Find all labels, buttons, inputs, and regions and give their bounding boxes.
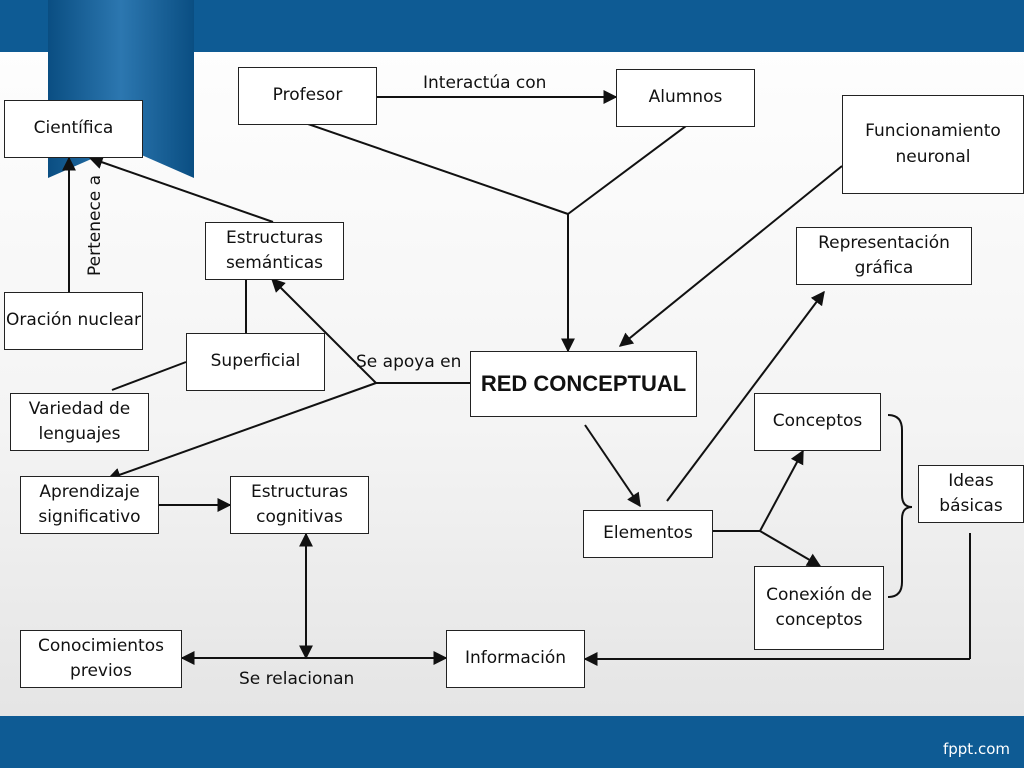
edge-fork-conceptos [759, 449, 804, 532]
brand-label: fppt.com [942, 740, 1010, 758]
node-aprendizaje-significativo: Aprendizaje significativo [20, 476, 159, 534]
edge-superficial-variedad [111, 361, 187, 391]
edge-profesor-junction [307, 123, 569, 215]
edge-funcionamiento-red [618, 165, 843, 347]
node-representacion-grafica: Representación gráfica [796, 227, 972, 285]
label-pertenece: Pertenece a [85, 174, 105, 276]
node-funcionamiento-neuronal: Funcionamiento neuronal [842, 95, 1024, 194]
edge-alumnos-junction [567, 125, 687, 215]
node-variedad-lenguajes: Variedad de lenguajes [10, 393, 149, 451]
node-profesor: Profesor [238, 67, 377, 125]
brace-ideas [887, 414, 913, 598]
edge-red-elementos [584, 424, 641, 508]
node-cientifica: Científica [4, 100, 143, 158]
edge-apoya-semanticas [271, 278, 377, 384]
bottom-band [0, 716, 1024, 768]
node-conocimientos-previos: Conocimientos previos [20, 630, 182, 688]
node-estructuras-semanticas: Estructuras semánticas [205, 222, 344, 280]
node-conexion-conceptos: Conexión de conceptos [754, 566, 884, 650]
edge-elementos-representacion [666, 290, 825, 502]
edge-fork-conexion [759, 530, 822, 567]
label-apoya: Se apoya en [356, 352, 462, 372]
node-conceptos: Conceptos [754, 393, 881, 451]
node-superficial: Superficial [186, 333, 325, 391]
node-red-conceptual: RED CONCEPTUAL [470, 351, 697, 417]
node-alumnos: Alumnos [616, 69, 755, 127]
label-relacionan: Se relacionan [239, 669, 355, 689]
node-estructuras-cognitivas: Estructuras cognitivas [230, 476, 369, 534]
edge-semanticas-cientifica [88, 155, 274, 223]
node-ideas-basicas: Ideas básicas [918, 465, 1024, 523]
node-informacion: Información [446, 630, 585, 688]
node-elementos: Elementos [583, 510, 713, 558]
label-interactua: Interactúa con [423, 73, 547, 93]
node-oracion-nuclear: Oración nuclear [4, 292, 143, 350]
edge-apoya-aprendizaje [106, 382, 377, 482]
